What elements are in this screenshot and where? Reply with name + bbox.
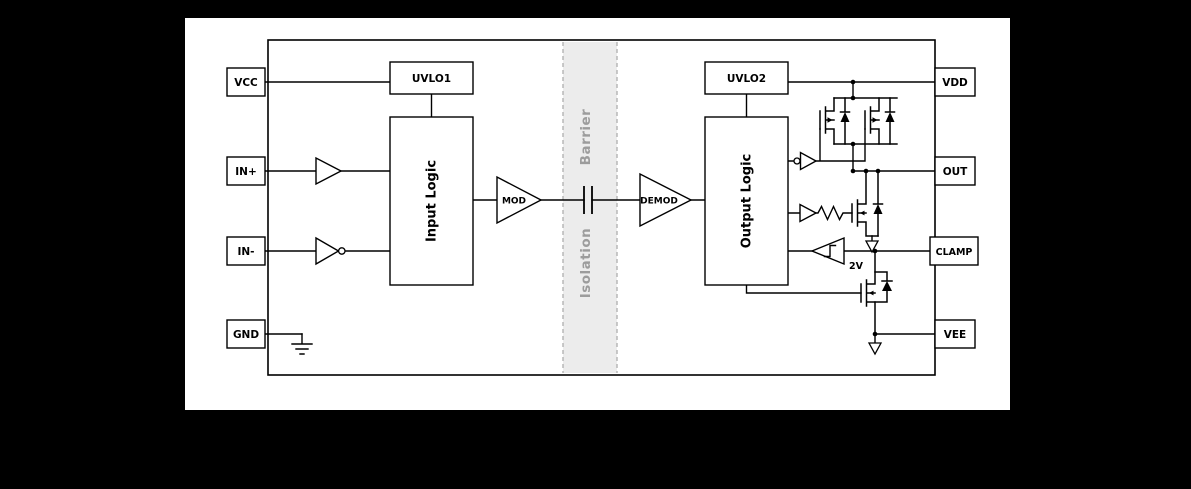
pin-in-plus: IN+ — [226, 156, 266, 186]
low-side-buffer — [799, 203, 818, 223]
pin-clamp: CLAMP — [929, 236, 979, 266]
input-logic-box — [389, 116, 474, 286]
mosfet-arrow-icon — [827, 117, 833, 123]
pin-box-in-plus — [226, 156, 266, 186]
mod-amp: MOD — [496, 175, 543, 225]
mosfet-arrow-icon — [872, 117, 878, 123]
pin-box-in-minus — [226, 236, 266, 266]
capacitor-icon — [583, 186, 593, 214]
supply-arrow-icon — [864, 240, 880, 254]
pin-label-vcc: VCC — [234, 77, 258, 89]
diode-icon — [882, 281, 892, 291]
isolation-band — [563, 42, 617, 373]
pin-box-vcc — [226, 67, 266, 97]
vee-arrow-icon — [867, 342, 883, 356]
pin-box-gnd — [226, 319, 266, 349]
junction-dot — [872, 248, 878, 254]
pin-label-gnd: GND — [233, 329, 259, 341]
body-diode-2 — [884, 97, 896, 145]
body-diode-4 — [874, 271, 893, 303]
pin-in-minus: IN- — [226, 236, 266, 266]
body-diode-1 — [839, 97, 851, 145]
junction-dot — [850, 141, 856, 147]
diode-icon — [873, 204, 883, 214]
diode-icon — [885, 112, 895, 122]
clamp-reference-label: 2V — [849, 261, 864, 272]
pin-label-vdd: VDD — [942, 77, 968, 89]
uvlo1-label: UVLO1 — [412, 73, 451, 85]
isolation-barrier: Barrier Isolation — [562, 42, 618, 373]
pin-vcc: VCC — [226, 67, 266, 97]
junction-dot — [875, 168, 881, 174]
pin-vee: VEE — [934, 319, 976, 349]
demod-amp: DEMOD — [639, 172, 693, 228]
junction-dot — [872, 331, 878, 337]
mosfet-arrow-icon — [869, 290, 874, 296]
buffer-icon — [315, 156, 343, 186]
junction-dots — [850, 79, 881, 337]
isolation-barrier-word-bottom: Isolation — [578, 228, 594, 299]
pin-vdd: VDD — [934, 67, 976, 97]
output-logic-box — [704, 116, 789, 286]
isolation-barrier-word-top: Barrier — [578, 109, 594, 166]
comparator-icon — [810, 236, 845, 266]
mosfet-arrow-icon — [860, 210, 865, 216]
buffer-icon — [799, 203, 818, 223]
demod-label: DEMOD — [640, 197, 678, 207]
pin-gnd: GND — [226, 319, 266, 349]
gate-resistor — [815, 204, 853, 222]
junction-dot — [863, 168, 869, 174]
body-diode-3 — [872, 170, 884, 237]
clamp-comparator: 2V — [810, 236, 864, 272]
junction-dot — [850, 168, 856, 174]
pin-box-out — [934, 156, 976, 186]
input-logic-block: Input Logic — [389, 116, 474, 286]
diode-icon — [840, 112, 850, 122]
pin-box-vee — [934, 319, 976, 349]
uvlo2-block: UVLO2 — [704, 61, 789, 95]
mod-triangle-icon — [496, 175, 543, 225]
inverter-icon — [315, 236, 340, 266]
wires — [264, 81, 936, 344]
clamp-nmos — [860, 250, 876, 335]
uvlo2-label: UVLO2 — [727, 73, 766, 85]
pmos-high-side-1 — [819, 97, 835, 145]
pin-box-clamp — [929, 236, 979, 266]
uvlo1-block: UVLO1 — [389, 61, 474, 95]
in-minus-inverter — [315, 236, 346, 266]
in-plus-buffer — [315, 156, 343, 186]
pin-label-clamp: CLAMP — [936, 247, 973, 258]
demod-triangle-icon — [639, 172, 693, 228]
pin-label-in-minus: IN- — [237, 246, 254, 258]
buffer-icon — [799, 151, 818, 171]
pmos-high-side-2 — [864, 97, 880, 145]
junction-dot — [850, 79, 856, 85]
junction-dot — [850, 95, 856, 101]
inverter-bubble-icon — [337, 247, 346, 255]
pin-out: OUT — [934, 156, 976, 186]
ground-icon — [291, 333, 313, 355]
hysteresis-icon — [823, 244, 837, 258]
pin-box-vdd — [934, 67, 976, 97]
output-logic-label: Output Logic — [740, 154, 755, 249]
nmos-pulldown — [851, 170, 879, 237]
uvlo1-box — [389, 61, 474, 95]
buffer-bubble-icon — [793, 157, 801, 165]
resistor-icon — [815, 204, 853, 222]
input-logic-label: Input Logic — [425, 160, 440, 242]
pin-label-in-plus: IN+ — [235, 166, 257, 178]
pin-label-vee: VEE — [944, 329, 966, 341]
uvlo2-box — [704, 61, 789, 95]
mod-label: MOD — [502, 197, 526, 207]
output-logic-block: Output Logic — [704, 116, 789, 286]
pin-label-out: OUT — [943, 166, 968, 178]
high-side-buffer — [793, 151, 818, 171]
